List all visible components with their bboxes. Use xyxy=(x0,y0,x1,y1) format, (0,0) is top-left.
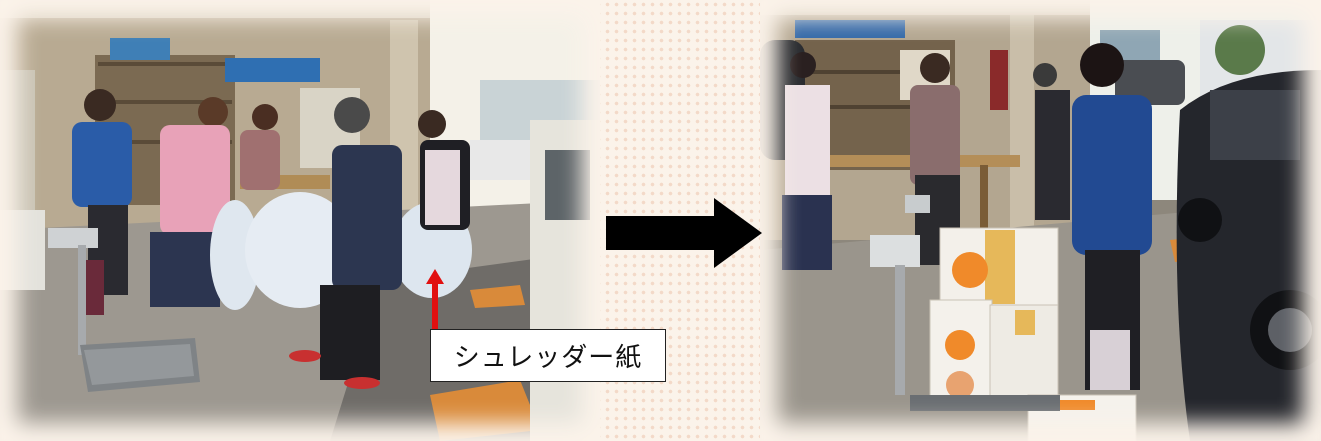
up-arrow-icon xyxy=(426,269,444,329)
right-arrow-icon xyxy=(606,198,762,268)
photo-after xyxy=(760,0,1321,441)
photo-before xyxy=(0,0,600,441)
caption-label: シュレッダー紙 xyxy=(430,329,666,382)
caption-text: シュレッダー紙 xyxy=(453,343,643,373)
